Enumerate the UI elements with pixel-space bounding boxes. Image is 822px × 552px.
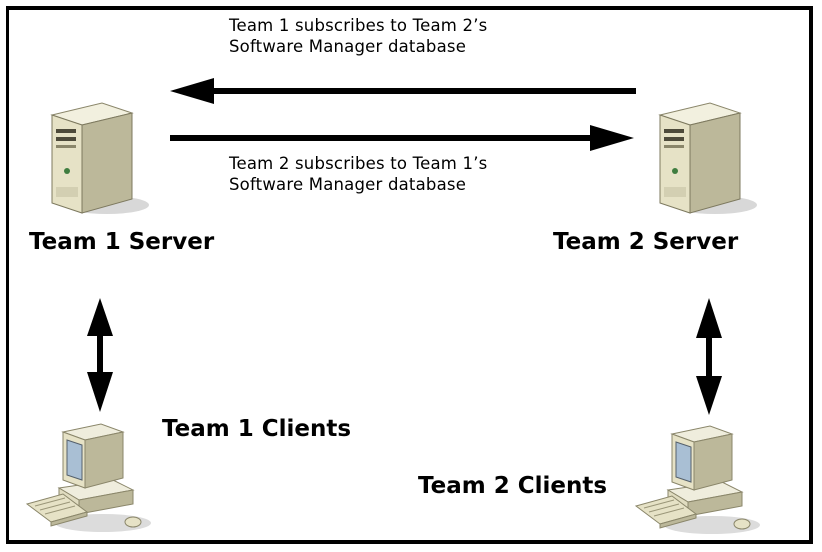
team2-server-label: Team 2 Server: [553, 229, 739, 255]
caption-team1-line1: Team 1 subscribes to Team 2’s: [229, 16, 488, 35]
arrow-team1-to-team2: [170, 125, 634, 151]
caption-team2-line2: Software Manager database: [229, 175, 467, 194]
caption-team2-subscribes: Team 2 subscribes to Team 1’s Software M…: [229, 153, 487, 195]
team2-clients-label: Team 2 Clients: [418, 473, 608, 499]
arrow-team2-server-clients: [696, 298, 722, 415]
server-tower-icon: [50, 102, 149, 214]
arrow-team1-server-clients: [87, 298, 113, 412]
server-tower-icon: [658, 102, 757, 214]
desktop-computer-icon: [25, 423, 151, 532]
desktop-computer-icon: [634, 425, 760, 534]
team1-clients-label: Team 1 Clients: [162, 416, 352, 442]
caption-team2-line1: Team 2 subscribes to Team 1’s: [229, 154, 488, 173]
arrow-team2-to-team1: [170, 78, 636, 104]
caption-team1-line2: Software Manager database: [229, 37, 467, 56]
diagram-frame: [6, 6, 813, 544]
caption-team1-subscribes: Team 1 subscribes to Team 2’s Software M…: [229, 15, 487, 57]
team1-server-label: Team 1 Server: [29, 229, 215, 255]
